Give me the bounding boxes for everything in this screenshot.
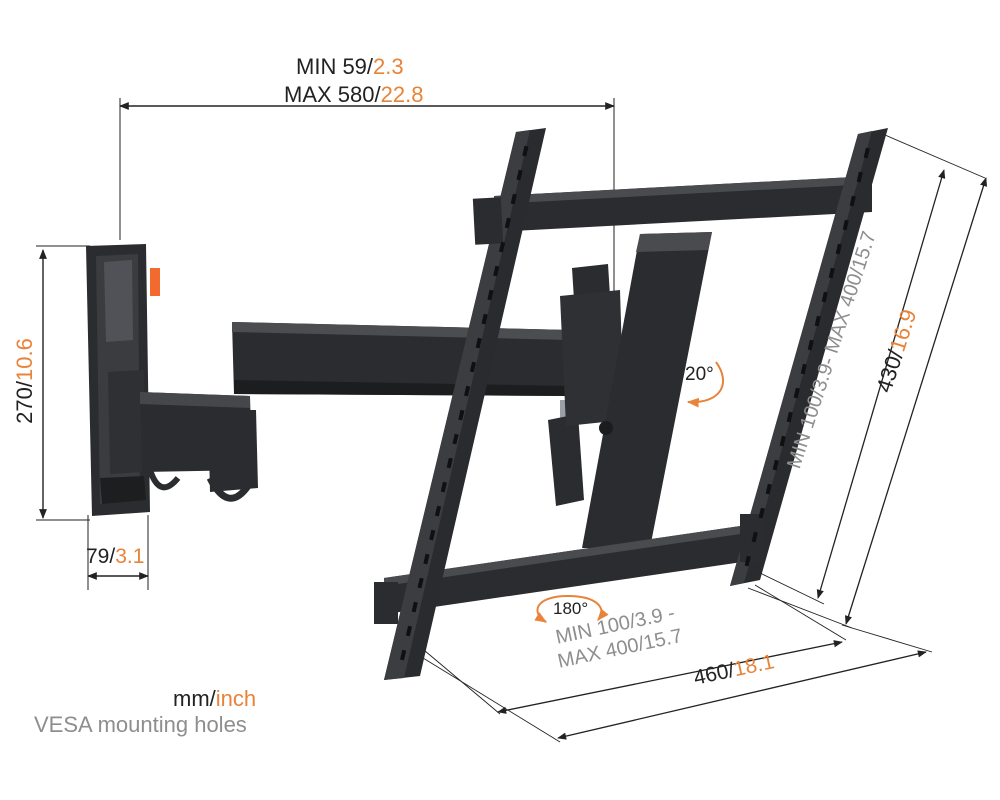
wall-height-label: 270/10.6 [11, 338, 37, 424]
vesa-slot [814, 315, 821, 327]
swivel-label: 180° [553, 599, 589, 618]
vesa-slot [458, 409, 465, 421]
wall-depth-label: 79/3.1 [86, 545, 145, 568]
vesa-slot [446, 457, 453, 469]
vesa-slot [475, 337, 482, 349]
vesa-slot [516, 169, 523, 181]
vesa-slot [452, 433, 459, 445]
vesa-slot [772, 459, 779, 471]
vesa-slot [856, 171, 863, 183]
vesa-slot [493, 265, 500, 277]
vesa-slot [429, 529, 436, 541]
tilt-label: 20° [685, 364, 714, 385]
vesa-slot [751, 531, 758, 543]
vesa-slot [434, 505, 442, 517]
depth-min-label: MIN 59/2.3 [296, 54, 404, 79]
vesa-slot [786, 411, 793, 423]
tilt-head [560, 232, 712, 548]
vesa-slot [487, 289, 494, 301]
wall-depth-dimension-line [87, 515, 149, 590]
legend-caption: VESA mounting holes [34, 712, 247, 737]
vesa-slot [807, 339, 814, 351]
vesa-slot [835, 243, 842, 255]
vesa-slot [522, 145, 529, 157]
depth-max-label: MAX 580/22.8 [284, 82, 424, 107]
vesa-slot [411, 601, 418, 613]
vesa-slot [793, 387, 800, 399]
vesa-slot [744, 555, 751, 567]
vesa-slots [400, 145, 870, 661]
vesa-slot [828, 267, 835, 279]
vesa-slot [423, 553, 430, 565]
vesa-slot [842, 219, 849, 231]
frame-width-dimension-line [409, 624, 933, 743]
vesa-slot [481, 313, 488, 325]
vesa-slot [498, 241, 506, 253]
vesa-slot [504, 217, 511, 229]
vesa-slot [765, 483, 772, 495]
vesa-slot [405, 625, 412, 637]
vesa-slot [849, 195, 856, 207]
vesa-slot [464, 385, 471, 397]
second-arm [232, 322, 584, 506]
vesa-slot [863, 147, 870, 159]
vesa-slot [469, 361, 476, 373]
vesa-slot [400, 649, 407, 661]
frame-height-dimension-line [747, 177, 988, 629]
vesa-slot [510, 193, 517, 205]
legend-units: mm/inch [173, 686, 257, 711]
vesa-frame [374, 128, 888, 680]
tilt-arrow-icon [686, 361, 725, 408]
vesa-slot [417, 577, 424, 589]
vesa-slot [758, 507, 765, 519]
vesa-slot [779, 435, 786, 447]
first-arm [108, 370, 258, 502]
swivel-arrow-icon [534, 594, 609, 623]
vesa-slot [440, 481, 447, 493]
wall-height-dimension-line [36, 245, 90, 521]
orange-tab [150, 268, 160, 296]
vesa-slot [821, 291, 828, 303]
vesa-slot [800, 363, 807, 375]
